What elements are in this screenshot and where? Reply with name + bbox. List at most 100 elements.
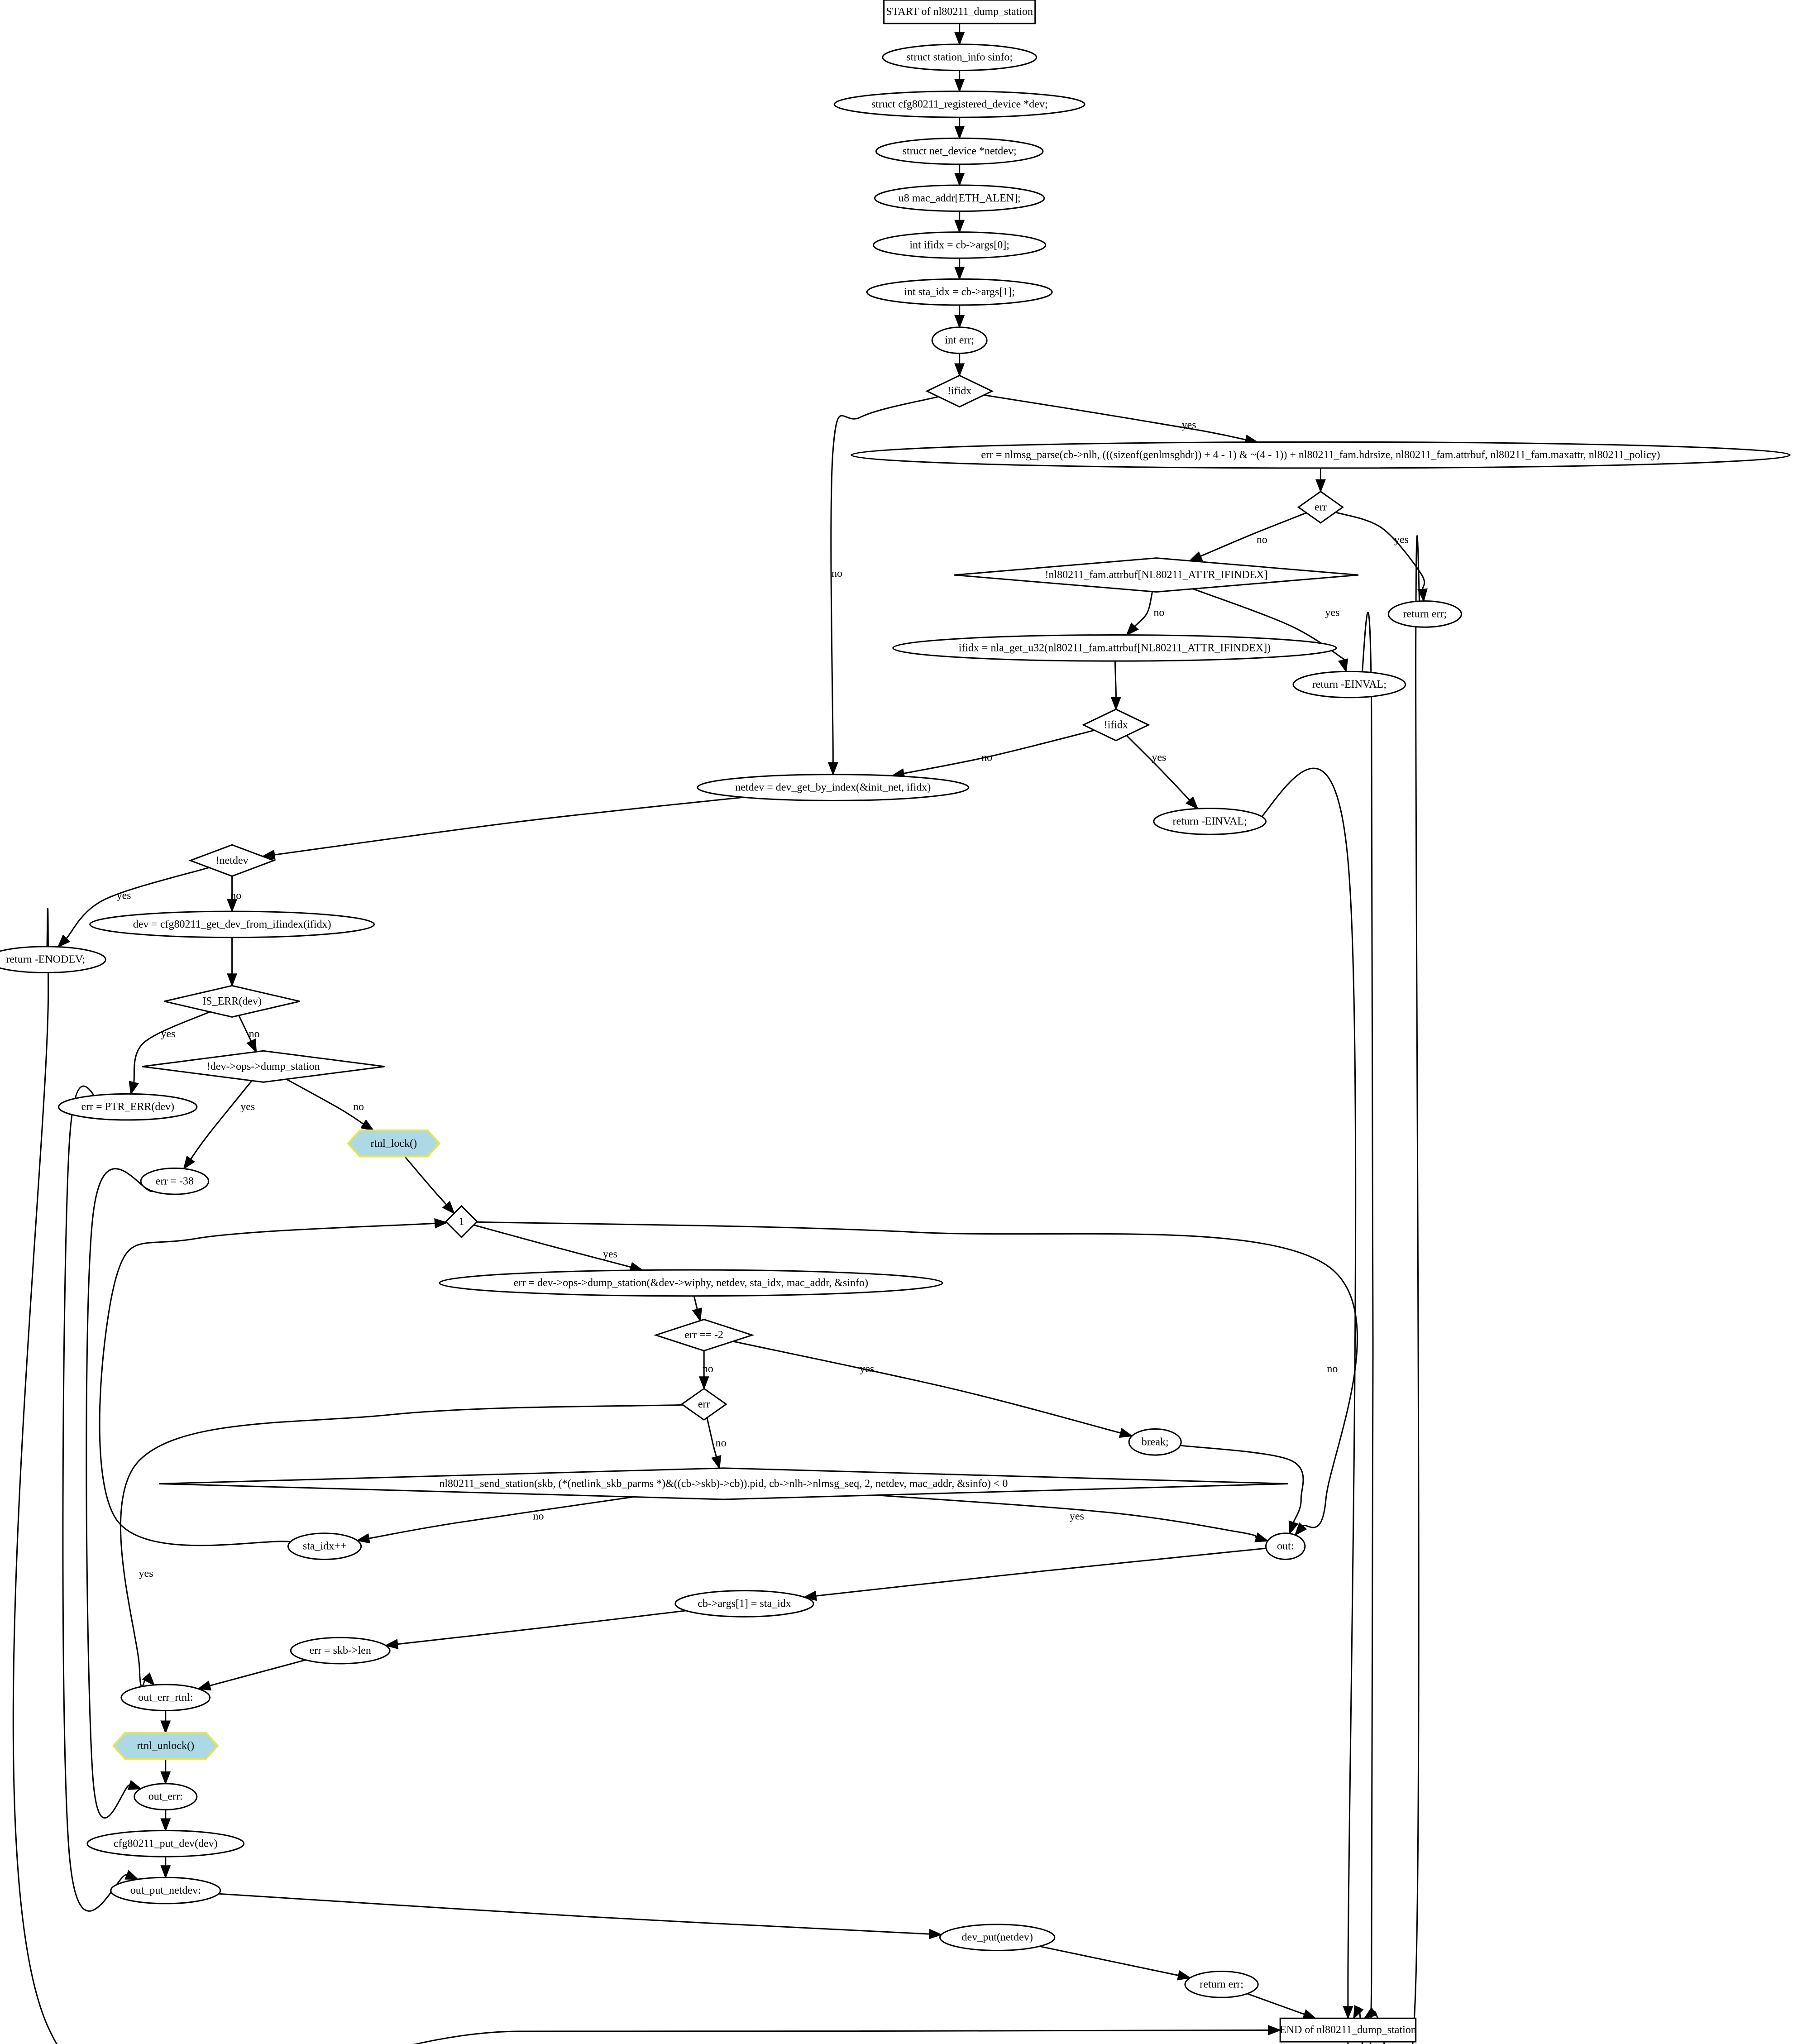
- node-label: err: [1315, 501, 1327, 513]
- node-hexagon: [112, 1732, 219, 1760]
- node-label: return -ENODEV;: [6, 954, 85, 966]
- node-ellipse: [58, 1093, 198, 1121]
- edge-arrowhead: [954, 126, 965, 140]
- edge-arrowhead: [1294, 1522, 1307, 1536]
- node-get-u32: ifidx = nla_get_u32(nl80211_fam.attrbuf[…: [892, 634, 1337, 662]
- node-rtnl-lock: rtnl_lock(): [347, 1129, 441, 1158]
- node-label: return err;: [1200, 1978, 1243, 1990]
- edge-arrowhead: [442, 1201, 455, 1215]
- edge-label: no: [249, 1028, 260, 1040]
- node-ellipse: [851, 441, 1791, 469]
- edge-label: yes: [139, 1568, 153, 1580]
- edge-label: no: [1153, 607, 1164, 619]
- edge-label: yes: [161, 1028, 176, 1040]
- node-label: err = -38: [156, 1175, 194, 1187]
- node-ellipse: [697, 774, 970, 801]
- node-label: struct cfg80211_registered_device *dev;: [871, 98, 1048, 110]
- edge-line: [1200, 512, 1307, 557]
- edge-d-iserr-to-d-dump: no: [238, 1015, 260, 1053]
- edge-ret-einval2-to-end: [1245, 767, 1357, 2044]
- node-ellipse: [833, 91, 1085, 118]
- edge-arrowhead: [827, 762, 838, 776]
- edge-ret-einval1-to-end: [1353, 612, 1374, 2044]
- edge-arrowhead: [124, 1870, 139, 1880]
- edge-ret-err2-to-end: [1247, 1993, 1317, 2019]
- node-ellipse: [120, 1684, 211, 1712]
- edge-line: [1114, 661, 1117, 698]
- node-d-ifidx1: !ifidx: [925, 374, 994, 408]
- edge-line: [86, 1168, 153, 1819]
- node-diamond: [1081, 708, 1150, 742]
- edge-line: [190, 1080, 253, 1160]
- edge-arrowhead: [1119, 1427, 1133, 1438]
- node-ret-err2: return err;: [1184, 1971, 1259, 1998]
- node-out: out:: [1265, 1532, 1306, 1560]
- node-label: err = nlmsg_parse(cb->nlh, (((sizeof(gen…: [981, 449, 1660, 461]
- edge-dump-station-to-d-err-m2: [692, 1296, 703, 1322]
- node-label: cb->args[1] = sta_idx: [698, 1598, 791, 1609]
- edge-label: no: [716, 1437, 727, 1449]
- edge-line: [404, 1156, 447, 1205]
- edge-arrowhead: [954, 79, 965, 93]
- node-label: rtnl_unlock(): [137, 1740, 194, 1752]
- edge-label: yes: [603, 1249, 617, 1260]
- node-label: err: [698, 1398, 710, 1410]
- edge-line: [99, 1222, 435, 1546]
- node-ret-err1: return err;: [1387, 600, 1462, 628]
- node-diamond: [445, 1205, 478, 1239]
- node-d-ifidx2: !ifidx: [1081, 708, 1150, 742]
- node-label: out_put_netdev:: [130, 1885, 201, 1896]
- node-label: nl80211_send_station(skb, (*(netlink_skb…: [439, 1478, 1008, 1489]
- edge-line: [1247, 1993, 1305, 2015]
- node-start: START of nl80211_dump_station: [883, 0, 1036, 24]
- edge-arrowhead: [160, 1720, 171, 1734]
- node-diamond: [164, 985, 300, 1018]
- node-label: !ifidx: [1104, 719, 1128, 731]
- node-dev-put: dev_put(netdev): [939, 1924, 1056, 1951]
- edge-arrowhead: [954, 315, 965, 329]
- node-label: int err;: [945, 335, 974, 346]
- edge-label: no: [1257, 534, 1267, 546]
- edge-dev-put-to-ret-err2: [1039, 1945, 1191, 1981]
- edge-label: no: [832, 568, 842, 579]
- edge-label: yes: [117, 890, 131, 902]
- edge-d-err1-to-d-attr: no: [1188, 512, 1307, 561]
- node-label: cfg80211_put_dev(dev): [114, 1838, 218, 1849]
- node-diamond: [925, 374, 994, 408]
- node-get-by-index: netdev = dev_get_by_index(&init_net, ifi…: [697, 774, 970, 801]
- edge-line: [477, 1221, 1358, 1528]
- edge-arrowhead: [1110, 697, 1121, 711]
- node-diamond: [188, 844, 276, 877]
- node-label: IS_ERR(dev): [202, 996, 262, 1007]
- node-send: nl80211_send_station(skb, (*(netlink_skb…: [159, 1467, 1288, 1500]
- node-err: int err;: [931, 326, 988, 354]
- edge-label: yes: [1325, 607, 1339, 619]
- node-diamond: [1297, 490, 1344, 524]
- edge-break-to-out: [1180, 1445, 1304, 1535]
- node-d-err1: err: [1297, 490, 1344, 524]
- node-ellipse: [1184, 1971, 1259, 1998]
- edge-arrowhead: [1343, 2006, 1353, 2020]
- node-d-attr: !nl80211_fam.attrbuf[NL80211_ATTR_IFINDE…: [954, 557, 1359, 593]
- edge-line: [904, 729, 1095, 774]
- edge-arrowhead: [1353, 2005, 1364, 2020]
- edge-arrowhead: [360, 1119, 375, 1131]
- node-d-dump: !dev->ops->dump_station: [142, 1050, 385, 1083]
- edge-line: [62, 1085, 127, 1912]
- edge-d-netdev-to-ret-enodev: yes: [57, 866, 210, 948]
- edge-arrowhead: [1363, 2007, 1377, 2019]
- node-dev: struct cfg80211_registered_device *dev;: [833, 91, 1085, 118]
- edge-sta-inc-to-d-one: [99, 1218, 448, 1546]
- edge-d-err1-to-ret-err1: yes: [1335, 512, 1428, 603]
- edge-line: [984, 394, 1246, 440]
- edge-d-netdev-to-get-dev: no: [227, 876, 241, 913]
- node-ret-einval1: return -EINVAL;: [1292, 670, 1406, 699]
- edge-d-iserr-to-ptr-err: yes: [129, 1011, 210, 1096]
- node-label: err == -2: [684, 1329, 723, 1341]
- edge-line: [1039, 1945, 1179, 1976]
- node-label: dev = cfg80211_get_dev_from_ifindex(ifid…: [133, 919, 331, 930]
- edge-line: [218, 1893, 930, 1935]
- node-ellipse: [134, 1783, 198, 1810]
- edge-d-err-m2-to-break: yes: [732, 1340, 1133, 1438]
- edge-line: [732, 1340, 1121, 1434]
